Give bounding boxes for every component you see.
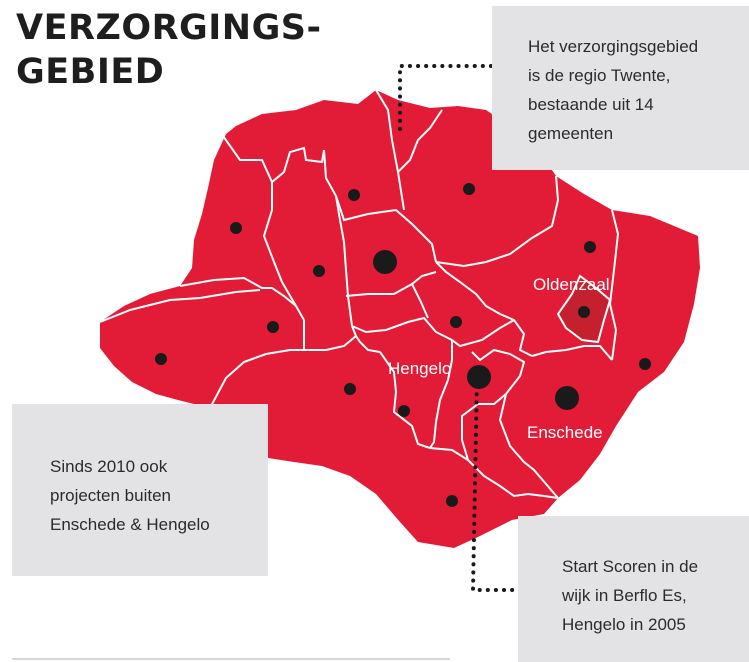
info-box-start-2005-line: wijk in Berflo Es, <box>562 586 687 605</box>
marker-small <box>578 306 590 318</box>
label-hengelo: Hengelo <box>388 359 451 378</box>
marker-large <box>467 365 491 389</box>
marker-large <box>373 250 397 274</box>
info-box-region-line: is de regio Twente, <box>528 66 671 85</box>
municipality-markers <box>155 183 651 507</box>
info-box-since-2010-line: Sinds 2010 ook <box>50 457 168 476</box>
info-box-since-2010-line: Enschede & Hengelo <box>50 515 210 534</box>
info-box-region-line: gemeenten <box>528 124 614 143</box>
marker-small <box>463 183 475 195</box>
marker-small <box>155 353 167 365</box>
marker-small <box>267 321 279 333</box>
municipality-borders <box>99 89 620 499</box>
marker-small <box>398 405 410 417</box>
marker-small <box>313 265 325 277</box>
marker-small <box>446 495 458 507</box>
info-box-since-2010-line: projecten buiten <box>50 486 171 505</box>
info-box-region-line: bestaande uit 14 <box>528 95 654 114</box>
callout-connectors <box>398 64 520 592</box>
label-enschede: Enschede <box>527 423 603 442</box>
marker-small <box>639 358 651 370</box>
info-box-start-2005-line: Hengelo in 2005 <box>562 615 686 634</box>
marker-large <box>555 386 579 410</box>
label-oldenzaal: Oldenzaal <box>533 275 610 294</box>
title-line-1: VERZORGINGS- <box>16 8 322 48</box>
title-line-2: GEBIED <box>16 52 165 92</box>
info-box-start-2005-line: Start Scoren in de <box>562 557 699 576</box>
info-box-region: Het verzorgingsgebied is de regio Twente… <box>492 6 749 170</box>
info-box-start-2005: Start Scoren in de wijk in Berflo Es, He… <box>518 516 749 662</box>
marker-small <box>230 222 242 234</box>
marker-small <box>584 241 596 253</box>
info-box-since-2010: Sinds 2010 ook projecten buiten Enschede… <box>12 404 268 576</box>
page-title: VERZORGINGS- GEBIED <box>16 6 322 94</box>
marker-small <box>344 383 356 395</box>
divider <box>12 658 450 660</box>
info-box-region-line: Het verzorgingsgebied <box>528 37 699 56</box>
marker-small <box>450 316 462 328</box>
marker-small <box>348 189 360 201</box>
